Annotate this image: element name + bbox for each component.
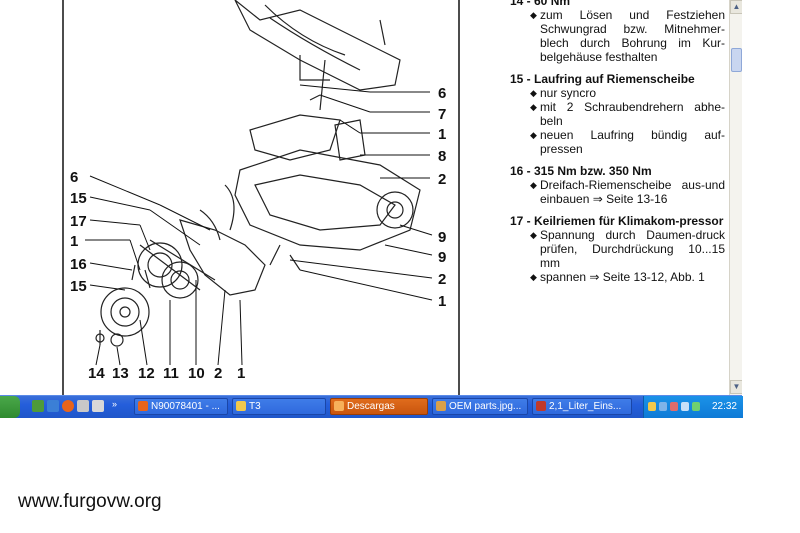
folder-icon xyxy=(236,401,246,411)
callouts-left: 6 15 17 1 16 15 xyxy=(70,169,87,295)
bullet-text: spannen ⇒ Seite 13-12, Abb. 1 xyxy=(540,270,705,284)
legend-section-16: 16 - 315 Nm bzw. 350 Nm ◆Dreifach-Riemen… xyxy=(510,164,725,206)
task-label: OEM parts.jpg... xyxy=(449,401,522,412)
bullet-item: ◆Spannung durch Daumen-druck prüfen, Dur… xyxy=(510,228,725,270)
bullet-text: Spannung durch Daumen-druck prüfen, Durc… xyxy=(540,228,725,270)
tray-network-icon[interactable] xyxy=(659,402,667,411)
quicklaunch-desktop-icon[interactable] xyxy=(32,400,44,412)
scroll-down-button[interactable]: ▼ xyxy=(730,380,742,394)
callout-right: 2 xyxy=(438,271,446,288)
quicklaunch-printer-icon[interactable] xyxy=(92,400,104,412)
clock[interactable]: 22:32 xyxy=(711,401,737,412)
callouts-right: 6 7 1 8 2 9 9 2 1 xyxy=(438,85,446,310)
legend-section-14: 14 - 60 Nm ◆zum Lösen und Festziehen Sch… xyxy=(510,0,725,64)
taskbar-button-task-1[interactable]: T3 xyxy=(232,398,326,415)
task-label: Descargas xyxy=(347,401,395,412)
legend-section-17: 17 - Keilriemen für Klimakom-pressor ◆Sp… xyxy=(510,214,725,284)
bullet-item: ◆zum Lösen und Festziehen Schwungrad bzw… xyxy=(510,8,725,64)
callout-right: 1 xyxy=(438,126,446,143)
bullet-text: Dreifach-Riemenscheibe aus-und einbauen … xyxy=(540,178,725,206)
callout-right: 7 xyxy=(438,106,446,123)
diamond-bullet-icon: ◆ xyxy=(530,230,537,240)
callout-right: 8 xyxy=(438,148,446,165)
taskbar-button-task-2[interactable]: Descargas xyxy=(330,398,428,415)
pdf-icon xyxy=(536,401,546,411)
callout-bottom: 11 xyxy=(163,365,179,382)
image-file-icon xyxy=(436,401,446,411)
bullet-item: ◆mit 2 Schraubendrehern abhe-beln xyxy=(510,100,725,128)
tray-volume-icon[interactable] xyxy=(681,402,689,411)
callout-bottom: 1 xyxy=(237,365,245,382)
bullet-text: zum Lösen und Festziehen Schwungrad bzw.… xyxy=(540,8,725,64)
taskbar-button-task-4[interactable]: 2,1_Liter_Eins... xyxy=(532,398,632,415)
bullet-text: nur syncro xyxy=(540,86,597,100)
bullet-item: ◆Dreifach-Riemenscheibe aus-und einbauen… xyxy=(510,178,725,206)
leader-lines xyxy=(85,84,433,366)
callout-right: 6 xyxy=(438,85,446,102)
callout-left: 17 xyxy=(70,213,87,230)
section-title: 15 - Laufring auf Riemenscheibe xyxy=(510,72,695,86)
quicklaunch-firefox-icon[interactable] xyxy=(62,400,74,412)
callout-right: 9 xyxy=(438,249,446,266)
callout-bottom: 13 xyxy=(112,365,129,382)
legend-section-15: 15 - Laufring auf Riemenscheibe ◆nur syn… xyxy=(510,72,725,156)
quicklaunch-mail-icon[interactable] xyxy=(77,400,89,412)
bullet-item: ◆nur syncro xyxy=(510,86,725,100)
callout-right: 9 xyxy=(438,229,446,246)
windows-taskbar: » N90078401 - ... T3 Descargas OEM parts… xyxy=(0,395,743,418)
callout-right: 2 xyxy=(438,171,446,188)
watermark-text: www.furgovw.org xyxy=(18,491,162,512)
diamond-bullet-icon: ◆ xyxy=(530,10,537,20)
callout-right: 1 xyxy=(438,293,446,310)
callout-left: 15 xyxy=(70,190,87,207)
engine-exploded-diagram: 6 7 1 8 2 9 9 2 1 6 15 17 1 16 15 14 13 … xyxy=(62,0,460,395)
document-viewer: 6 7 1 8 2 9 9 2 1 6 15 17 1 16 15 14 13 … xyxy=(62,0,742,395)
task-label: 2,1_Liter_Eins... xyxy=(549,401,622,412)
bullet-item: ◆neuen Laufring bündig auf-pressen xyxy=(510,128,725,156)
diamond-bullet-icon: ◆ xyxy=(530,180,537,190)
task-label: T3 xyxy=(249,401,261,412)
callout-left: 1 xyxy=(70,233,78,250)
bullet-text: neuen Laufring bündig auf-pressen xyxy=(540,128,725,156)
taskbar-button-task-0[interactable]: N90078401 - ... xyxy=(134,398,228,415)
callout-left: 15 xyxy=(70,278,87,295)
engine-drawing xyxy=(95,0,421,347)
diamond-bullet-icon: ◆ xyxy=(530,272,537,282)
callout-bottom: 12 xyxy=(138,365,155,382)
tray-shield-icon[interactable] xyxy=(648,402,656,411)
section-title: 16 - 315 Nm bzw. 350 Nm xyxy=(510,164,652,178)
callout-bottom: 14 xyxy=(88,365,105,382)
tray-wifi-icon[interactable] xyxy=(692,402,700,411)
section-title: 14 - 60 Nm xyxy=(510,0,571,8)
diamond-bullet-icon: ◆ xyxy=(530,130,537,140)
system-tray: 22:32 xyxy=(643,396,743,418)
diamond-bullet-icon: ◆ xyxy=(530,102,537,112)
task-label: N90078401 - ... xyxy=(151,401,220,412)
bullet-item: ◆spannen ⇒ Seite 13-12, Abb. 1 xyxy=(510,270,725,284)
scroll-up-button[interactable]: ▲ xyxy=(730,0,742,14)
legend-text-column: 14 - 60 Nm ◆zum Lösen und Festziehen Sch… xyxy=(510,0,725,292)
section-title: 17 - Keilriemen für Klimakom-pressor xyxy=(510,214,724,228)
start-button[interactable] xyxy=(0,396,20,418)
callout-bottom: 2 xyxy=(214,365,222,382)
scroll-thumb[interactable] xyxy=(731,48,742,72)
quicklaunch-expand-icon[interactable]: » xyxy=(112,399,118,409)
quicklaunch-browser-icon[interactable] xyxy=(47,400,59,412)
vertical-scrollbar[interactable]: ▲ ▼ xyxy=(729,0,742,395)
taskbar-button-task-3[interactable]: OEM parts.jpg... xyxy=(432,398,528,415)
bullet-text: mit 2 Schraubendrehern abhe-beln xyxy=(540,100,725,128)
callouts-bottom: 14 13 12 11 10 2 1 xyxy=(88,365,245,382)
task-app-icon xyxy=(334,401,344,411)
callout-bottom: 10 xyxy=(188,365,205,382)
callout-left: 16 xyxy=(70,256,87,273)
tray-antivirus-icon[interactable] xyxy=(670,402,678,411)
diamond-bullet-icon: ◆ xyxy=(530,88,537,98)
task-app-icon xyxy=(138,401,148,411)
callout-left: 6 xyxy=(70,169,78,186)
